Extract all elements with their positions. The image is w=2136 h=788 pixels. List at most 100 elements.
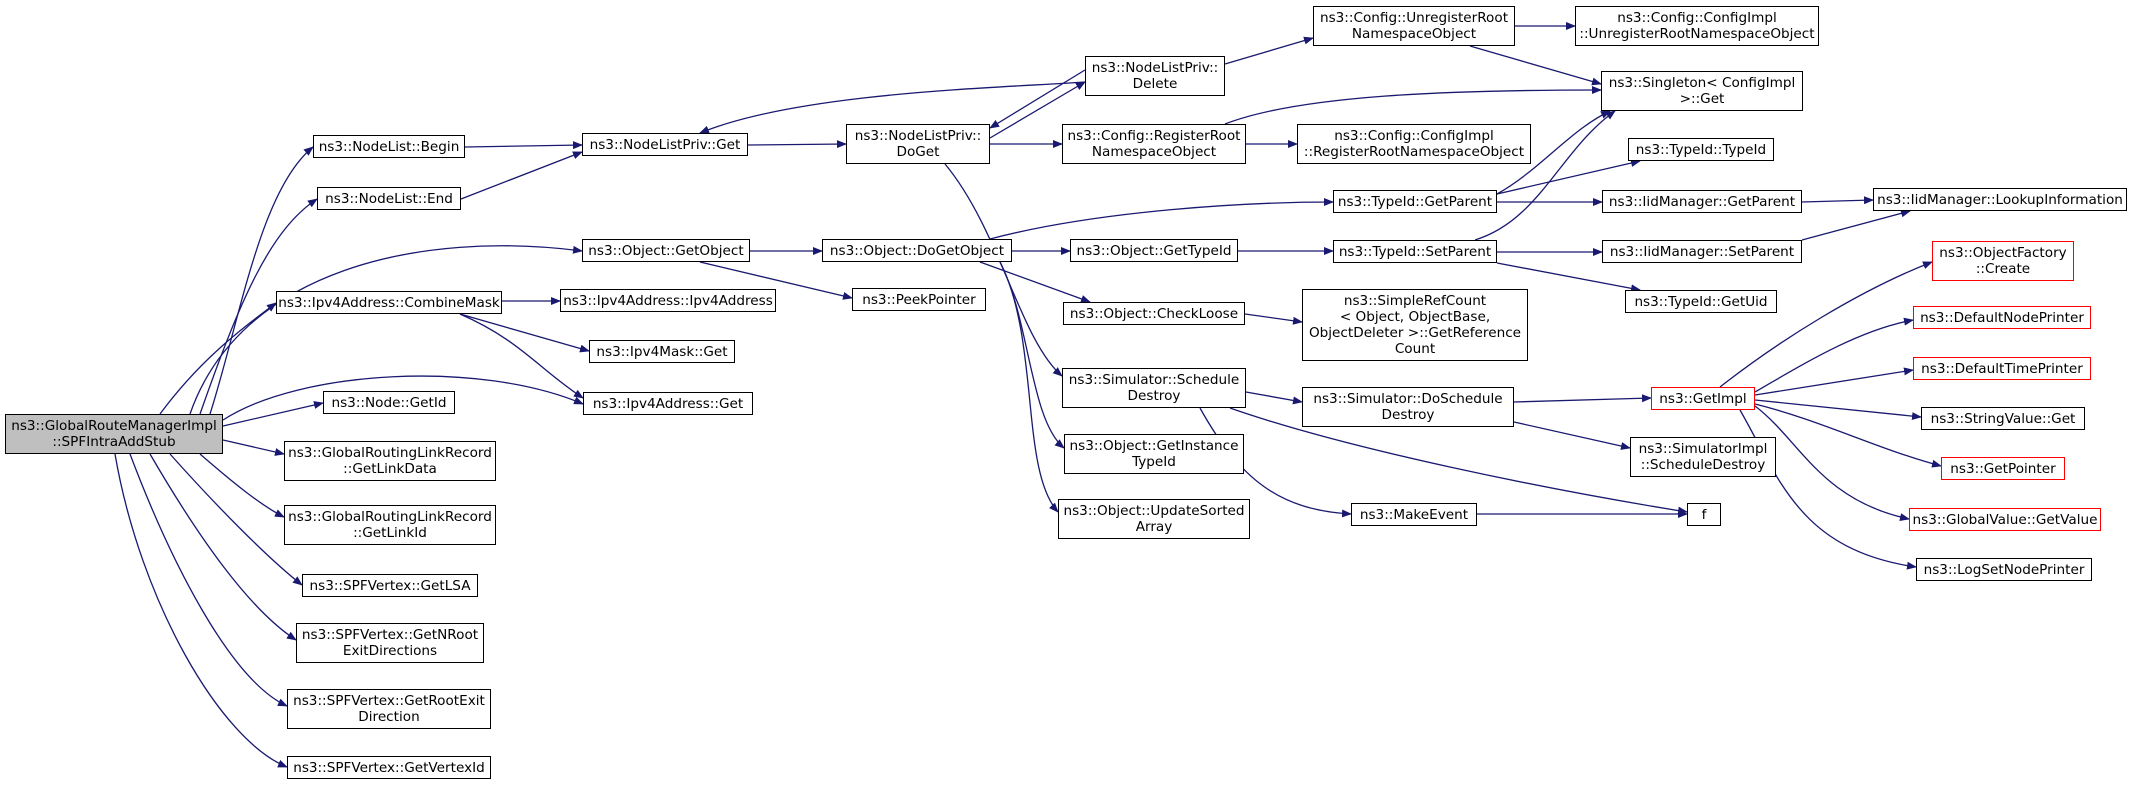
node-objectfactory-create[interactable]: ns3::ObjectFactory::Create bbox=[1932, 241, 2074, 281]
node-defaulttimeprinter[interactable]: ns3::DefaultTimePrinter bbox=[1913, 357, 2091, 380]
node-label: ns3::SPFVertex::GetLSA bbox=[309, 577, 471, 594]
node-label: NamespaceObject bbox=[1091, 144, 1217, 160]
edge-root-grl-getlinkdata bbox=[222, 439, 285, 456]
node-iidmanager-setparent[interactable]: ns3::IidManager::SetParent bbox=[1602, 240, 1802, 263]
edge-scheduledestroy-doscheduledestroy bbox=[1245, 391, 1303, 405]
edge-getimpl-logsetnodeprinter bbox=[1739, 409, 1917, 570]
node-label: ns3::NodeList::Begin bbox=[318, 138, 460, 155]
node-label: ::ScheduleDestroy bbox=[1640, 457, 1766, 473]
edge-root-ipv4address-get bbox=[222, 375, 584, 421]
node-globalroutinglinkrecord-getlinkid[interactable]: ns3::GlobalRoutingLinkRecord::GetLinkId bbox=[284, 505, 496, 545]
node-globalroutinglinkrecord-getlinkdata[interactable]: ns3::GlobalRoutingLinkRecord::GetLinkDat… bbox=[284, 441, 496, 481]
node-ipv4address-combinemask[interactable]: ns3::Ipv4Address::CombineMask bbox=[276, 291, 502, 314]
node-label: ns3::Node::GetId bbox=[331, 394, 447, 411]
node-label: ns3::SimpleRefCount bbox=[1343, 293, 1487, 309]
node-node-getid[interactable]: ns3::Node::GetId bbox=[323, 391, 455, 414]
node-label: ns3::TypeId::TypeId bbox=[1635, 141, 1767, 158]
edge-typeid-getparent-typeid-typeid bbox=[1496, 159, 1641, 195]
node-peekpointer[interactable]: ns3::PeekPointer bbox=[852, 288, 986, 311]
node-ipv4address-ipv4address[interactable]: ns3::Ipv4Address::Ipv4Address bbox=[560, 289, 776, 312]
edge-root-spfvertex-getvertexid bbox=[114, 453, 288, 768]
node-object-dogetobject[interactable]: ns3::Object::DoGetObject bbox=[822, 239, 1012, 262]
node-spfvertex-getvertexid[interactable]: ns3::SPFVertex::GetVertexId bbox=[287, 756, 491, 779]
node-simplerefcount-getreferencecount[interactable]: ns3::SimpleRefCount< Object, ObjectBase,… bbox=[1302, 289, 1528, 361]
node-iidmanager-lookupinformation[interactable]: ns3::IidManager::LookupInformation bbox=[1873, 188, 2127, 211]
node-nodelistpriv-doget[interactable]: ns3::NodeListPriv::DoGet bbox=[846, 124, 990, 164]
node-label: ns3::DefaultNodePrinter bbox=[1920, 309, 2084, 326]
node-nodelist-begin[interactable]: ns3::NodeList::Begin bbox=[313, 135, 465, 158]
node-iidmanager-getparent[interactable]: ns3::IidManager::GetParent bbox=[1602, 190, 1802, 213]
node-configimpl-registerrootnamespaceobject[interactable]: ns3::Config::ConfigImpl::RegisterRootNam… bbox=[1297, 124, 1531, 164]
node-logsetnodeprinter[interactable]: ns3::LogSetNodePrinter bbox=[1916, 558, 2092, 581]
edge-root-nodelist-end bbox=[199, 198, 318, 415]
node-makeevent[interactable]: ns3::MakeEvent bbox=[1351, 503, 1477, 526]
node-root: ns3::GlobalRouteManagerImpl::SPFIntraAdd… bbox=[5, 414, 223, 454]
edge-getimpl-objectfactory bbox=[1719, 261, 1933, 388]
edge-typeid-setparent-singleton bbox=[1474, 110, 1616, 241]
node-label: ::GetLinkData bbox=[343, 461, 437, 477]
node-label: Count bbox=[1394, 341, 1436, 357]
edge-scheduledestroy-f bbox=[1229, 407, 1688, 515]
node-label: ns3::NodeListPriv:: bbox=[854, 128, 982, 144]
edge-dogetobject-updatesorted bbox=[999, 261, 1059, 513]
edge-nodelist-end-nodelistpriv-get bbox=[460, 151, 583, 200]
edge-dogetobject-typeid-getparent bbox=[989, 198, 1334, 240]
node-label: ns3::ObjectFactory bbox=[1939, 245, 2067, 261]
node-label: ns3::SPFVertex::GetNRoot bbox=[301, 627, 479, 643]
edge-getimpl-stringvalue-get bbox=[1754, 399, 1922, 421]
node-f[interactable]: f bbox=[1687, 503, 1721, 526]
node-label: ::GetLinkId bbox=[353, 525, 427, 541]
node-label: Delete bbox=[1132, 76, 1178, 92]
node-label: ns3::Ipv4Address::Get bbox=[592, 395, 744, 412]
node-label: Array bbox=[1135, 519, 1173, 535]
node-object-gettypeid[interactable]: ns3::Object::GetTypeId bbox=[1070, 239, 1238, 262]
node-getpointer[interactable]: ns3::GetPointer bbox=[1941, 457, 2065, 480]
node-getimpl[interactable]: ns3::GetImpl bbox=[1651, 387, 1755, 410]
node-label: ns3::SPFVertex::GetRootExit bbox=[293, 693, 485, 709]
node-label: ns3::TypeId::GetUid bbox=[1634, 293, 1768, 310]
node-object-getobject[interactable]: ns3::Object::GetObject bbox=[582, 239, 750, 262]
node-label: ns3::GlobalValue::GetValue bbox=[1912, 511, 2098, 528]
node-defaultnodeprinter[interactable]: ns3::DefaultNodePrinter bbox=[1913, 306, 2091, 329]
node-label: ns3::GetImpl bbox=[1659, 390, 1747, 407]
node-singleton-configimpl-get[interactable]: ns3::Singleton< ConfigImpl >::Get bbox=[1601, 71, 1803, 111]
node-label: ns3::Ipv4Mask::Get bbox=[596, 343, 728, 360]
node-object-checkloose[interactable]: ns3::Object::CheckLoose bbox=[1063, 302, 1245, 325]
edge-getobject-peekpointer bbox=[699, 261, 853, 300]
node-label: ns3::GlobalRouteManagerImpl bbox=[11, 418, 217, 434]
edge-root-spfvertex-getrootexit bbox=[129, 453, 288, 707]
node-typeid-setparent[interactable]: ns3::TypeId::SetParent bbox=[1333, 240, 1497, 263]
node-label: ns3::SimulatorImpl bbox=[1638, 441, 1768, 457]
node-label: ns3::Simulator::Schedule bbox=[1068, 372, 1240, 388]
node-typeid-getuid[interactable]: ns3::TypeId::GetUid bbox=[1625, 290, 1777, 313]
edge-scheduledestroy-makeevent bbox=[1199, 407, 1352, 518]
node-nodelistpriv-delete[interactable]: ns3::NodeListPriv::Delete bbox=[1085, 56, 1225, 96]
node-ipv4mask-get[interactable]: ns3::Ipv4Mask::Get bbox=[589, 340, 735, 363]
node-label: ns3::Config::ConfigImpl bbox=[1617, 10, 1777, 26]
node-label: ns3::StringValue::Get bbox=[1930, 410, 2076, 427]
node-ipv4address-get[interactable]: ns3::Ipv4Address::Get bbox=[583, 392, 753, 415]
node-configimpl-unregisterrootnamespaceobject[interactable]: ns3::Config::ConfigImpl::UnregisterRootN… bbox=[1575, 6, 1819, 46]
node-nodelistpriv-get[interactable]: ns3::NodeListPriv::Get bbox=[582, 133, 748, 156]
node-label: ns3::Object::DoGetObject bbox=[829, 242, 1005, 259]
edge-combinemask-ipv4mask-get bbox=[459, 313, 590, 353]
node-spfvertex-getlsa[interactable]: ns3::SPFVertex::GetLSA bbox=[302, 574, 478, 597]
node-typeid-typeid[interactable]: ns3::TypeId::TypeId bbox=[1628, 138, 1774, 161]
edge-doget-delete bbox=[989, 81, 1086, 139]
node-typeid-getparent[interactable]: ns3::TypeId::GetParent bbox=[1333, 190, 1497, 213]
edge-getimpl-defaultnodeprinter bbox=[1754, 317, 1914, 393]
node-stringvalue-get[interactable]: ns3::StringValue::Get bbox=[1921, 407, 2085, 430]
node-globalvalue-getvalue[interactable]: ns3::GlobalValue::GetValue bbox=[1909, 508, 2101, 531]
edge-nodelist-begin-nodelistpriv-get bbox=[464, 141, 583, 150]
node-simulatorimpl-scheduledestroy[interactable]: ns3::SimulatorImpl::ScheduleDestroy bbox=[1630, 437, 1776, 477]
node-nodelist-end[interactable]: ns3::NodeList::End bbox=[317, 187, 461, 210]
